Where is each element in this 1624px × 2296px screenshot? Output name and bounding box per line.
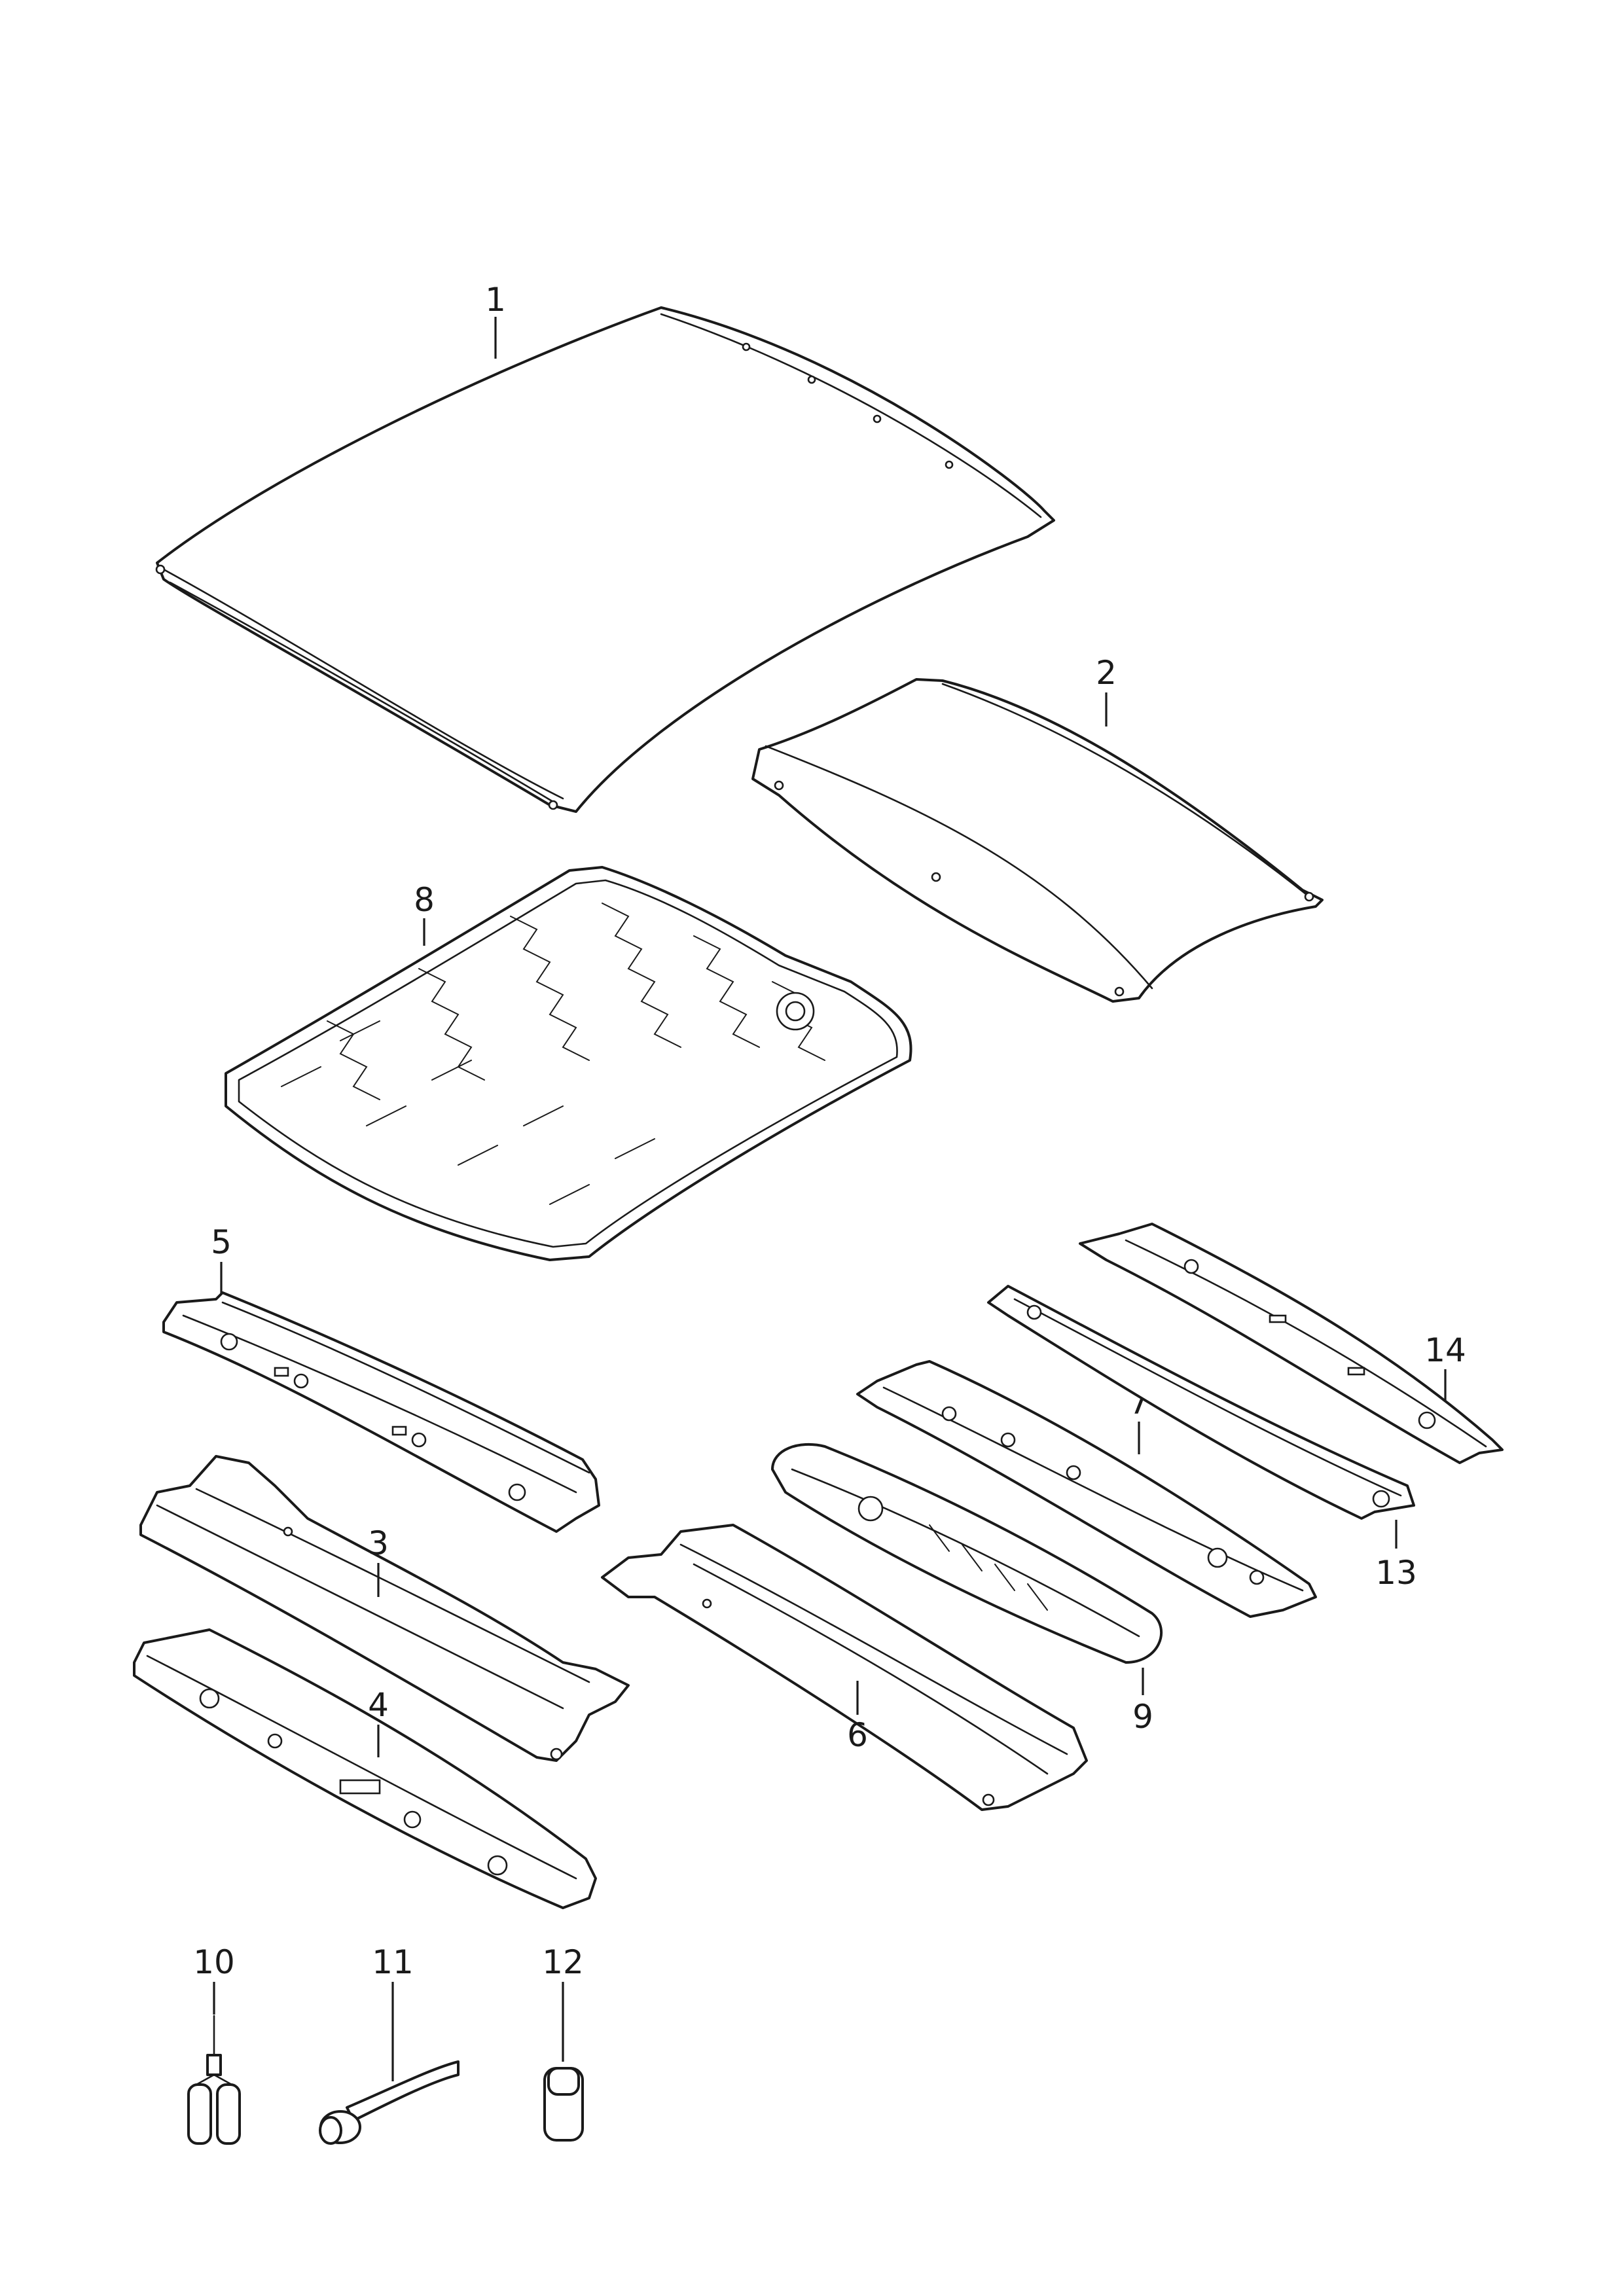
callout-6: 6 (847, 1716, 868, 1754)
callout-2: 2 (1096, 654, 1117, 692)
part-3-cross-member[interactable] (139, 1455, 630, 1762)
callout-10: 10 (193, 1943, 235, 1981)
callout-4: 4 (368, 1686, 389, 1724)
callout-8: 8 (414, 881, 435, 919)
part-5-front-cross-member[interactable] (162, 1291, 600, 1533)
part-2-rear-roof-section[interactable] (751, 678, 1324, 1003)
callout-1: 1 (485, 281, 506, 319)
part-1-roof-panel[interactable] (155, 306, 1055, 813)
callout-14: 14 (1424, 1331, 1466, 1369)
callout-13: 13 (1375, 1554, 1417, 1592)
part-7-rear-cross-member-upper[interactable] (856, 1360, 1317, 1618)
callout-12: 12 (542, 1943, 584, 1981)
part-4-front-roof-frame[interactable] (133, 1628, 597, 1909)
part-13-rear-roof-rail[interactable] (987, 1285, 1415, 1520)
part-11-mixing-nozzle[interactable] (319, 2060, 460, 2145)
part-8-insulation-mat[interactable] (225, 866, 912, 1261)
part-9-reinforcement-plate[interactable] (771, 1443, 1163, 1664)
callout-11: 11 (372, 1943, 414, 1981)
part-12-container[interactable] (543, 2067, 584, 2142)
part-10-double-cartridge[interactable] (187, 2015, 241, 2145)
part-14-rear-reinforcement-rail[interactable] (1079, 1223, 1504, 1464)
part-6-rear-cross-member[interactable] (601, 1524, 1088, 1811)
callout-3: 3 (368, 1524, 389, 1562)
callout-5: 5 (211, 1223, 232, 1261)
callout-9: 9 (1132, 1698, 1153, 1736)
